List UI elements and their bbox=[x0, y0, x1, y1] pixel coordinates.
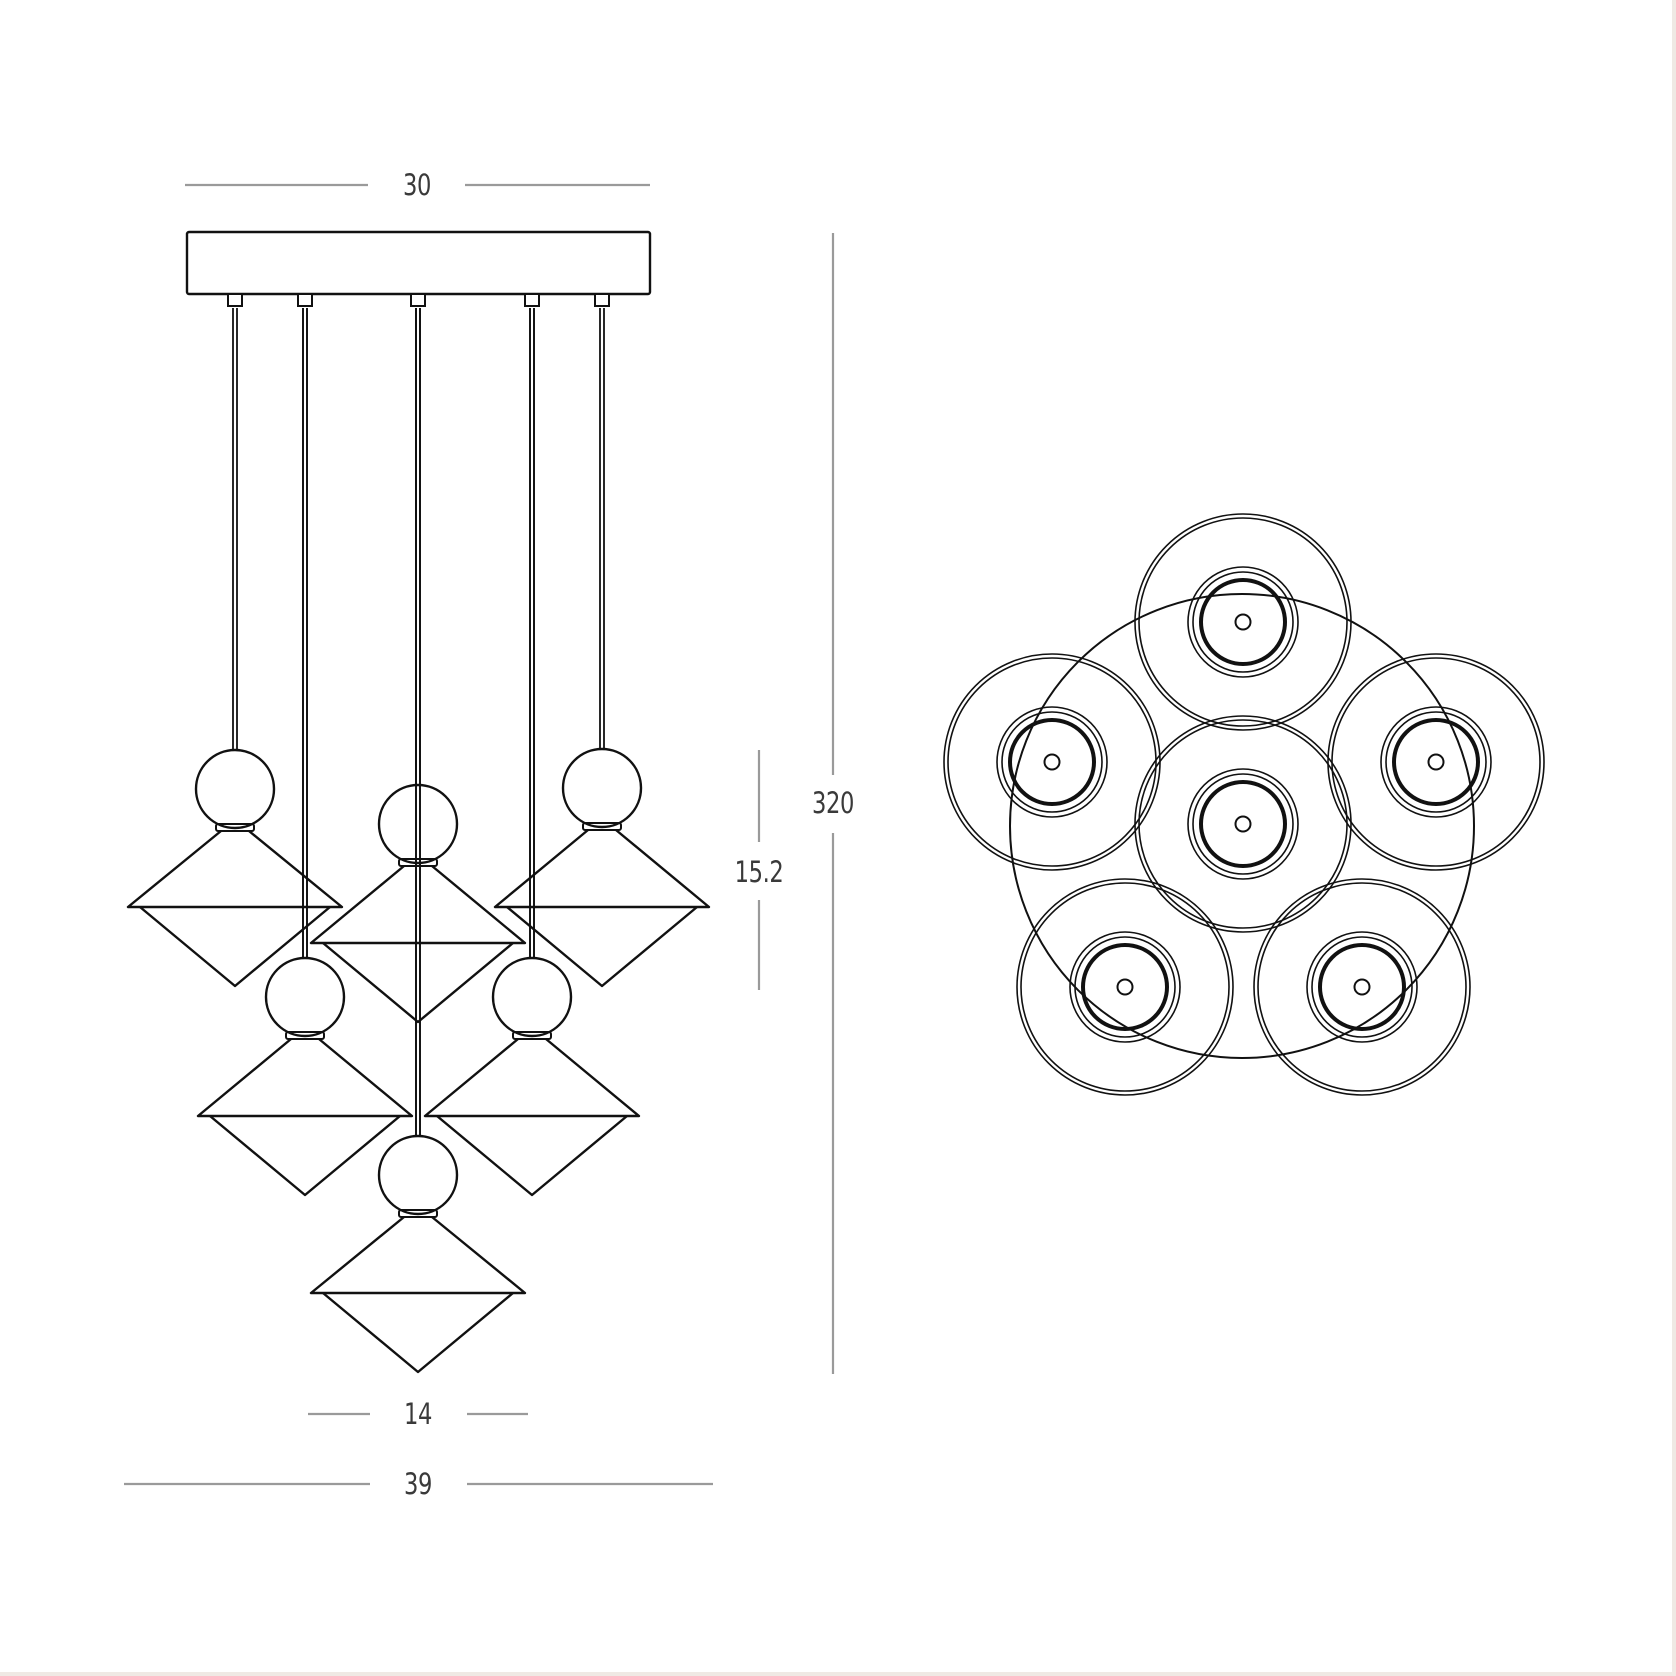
side-elevation-view bbox=[126, 230, 711, 1374]
dimension-lines bbox=[124, 183, 835, 1486]
lamp-plan-bottom-right bbox=[1253, 878, 1471, 1096]
shade-upper-cone bbox=[309, 865, 527, 945]
sphere-ring bbox=[996, 706, 1108, 818]
canopy-outline bbox=[1009, 593, 1475, 1059]
collar bbox=[285, 1031, 325, 1040]
cable-point bbox=[1043, 753, 1061, 771]
cable-point bbox=[1116, 978, 1134, 996]
collar bbox=[398, 858, 438, 867]
sphere-ring bbox=[1311, 936, 1413, 1038]
cable-point bbox=[1427, 753, 1445, 771]
pendant-bottom bbox=[309, 293, 527, 1374]
lamp-plan-bottom-left bbox=[1016, 878, 1234, 1096]
pendant-mid-right bbox=[423, 293, 641, 1197]
dimension-overall-width-label: 39 bbox=[403, 1467, 433, 1501]
shade-outer-ring bbox=[1327, 653, 1545, 871]
dimension-shade-width-label: 14 bbox=[403, 1397, 433, 1431]
shade-upper-cone bbox=[196, 1038, 414, 1118]
shade-outer-ring bbox=[1134, 513, 1352, 731]
cable-gripper bbox=[594, 293, 610, 307]
sphere-ring bbox=[1001, 711, 1103, 813]
shade-outer-ring bbox=[1138, 719, 1348, 929]
collar bbox=[512, 1031, 552, 1040]
lamp-plan-center bbox=[1134, 715, 1352, 933]
cable-point bbox=[1234, 815, 1252, 833]
collar-ring bbox=[1008, 718, 1096, 806]
collar bbox=[582, 822, 622, 831]
frame-edge-bottom bbox=[0, 1672, 1676, 1676]
cable-gripper bbox=[524, 293, 540, 307]
canopy-plate bbox=[185, 230, 652, 296]
shade-lower-cone bbox=[436, 1115, 628, 1197]
shade-outer-ring bbox=[1138, 517, 1348, 727]
glass-sphere bbox=[377, 783, 459, 865]
sphere-ring bbox=[1069, 931, 1181, 1043]
dimension-canopy-width-label: 30 bbox=[402, 168, 432, 202]
cable-gripper bbox=[410, 293, 426, 307]
sphere-ring bbox=[1306, 931, 1418, 1043]
pendant-center bbox=[309, 293, 527, 1024]
shade-outer-ring bbox=[943, 653, 1161, 871]
shade-outer-ring bbox=[1016, 878, 1234, 1096]
shade-outer-ring bbox=[1257, 882, 1467, 1092]
sphere-ring bbox=[1192, 773, 1294, 875]
lamp-plan-left bbox=[943, 653, 1161, 871]
shade-lower-cone bbox=[322, 1292, 514, 1374]
collar-ring bbox=[1199, 578, 1287, 666]
cable-gripper bbox=[297, 293, 313, 307]
cable-point bbox=[1353, 978, 1371, 996]
shade-lower-cone bbox=[139, 906, 331, 988]
shade-outer-ring bbox=[1331, 657, 1541, 867]
glass-sphere bbox=[561, 747, 643, 829]
lamp-plan-top bbox=[1134, 513, 1352, 731]
pendant-left-top bbox=[126, 293, 344, 988]
collar bbox=[398, 1209, 438, 1218]
collar bbox=[215, 823, 255, 832]
shade-outer-ring bbox=[1020, 882, 1230, 1092]
shade-outer-ring bbox=[1253, 878, 1471, 1096]
sphere-ring bbox=[1074, 936, 1176, 1038]
cable-point bbox=[1234, 613, 1252, 631]
frame-edge-right bbox=[1672, 0, 1676, 1676]
collar-ring bbox=[1318, 943, 1406, 1031]
sphere-ring bbox=[1187, 768, 1299, 880]
lamp-plan-right bbox=[1327, 653, 1545, 871]
shade-outer-ring bbox=[947, 657, 1157, 867]
glass-sphere bbox=[377, 1134, 459, 1216]
shade-upper-cone bbox=[423, 1038, 641, 1118]
collar-ring bbox=[1392, 718, 1480, 806]
shade-upper-cone bbox=[493, 829, 711, 909]
sphere-ring bbox=[1187, 566, 1299, 678]
shade-outer-ring bbox=[1134, 715, 1352, 933]
shade-upper-cone bbox=[126, 830, 344, 909]
pendant-right-top bbox=[493, 293, 711, 988]
sphere-ring bbox=[1385, 711, 1487, 813]
shade-lower-cone bbox=[506, 906, 698, 988]
collar-ring bbox=[1199, 780, 1287, 868]
plan-view bbox=[943, 513, 1545, 1096]
sphere-ring bbox=[1380, 706, 1492, 818]
shade-lower-cone bbox=[209, 1115, 401, 1197]
dimension-shade-height-label: 15.2 bbox=[734, 855, 784, 889]
glass-sphere bbox=[491, 956, 573, 1038]
pendant-mid-left bbox=[196, 293, 414, 1197]
glass-sphere bbox=[194, 748, 276, 830]
shade-lower-cone bbox=[322, 942, 514, 1024]
cable-gripper bbox=[227, 293, 243, 307]
collar-ring bbox=[1081, 943, 1169, 1031]
shade-upper-cone bbox=[309, 1216, 527, 1295]
sphere-ring bbox=[1192, 571, 1294, 673]
glass-sphere bbox=[264, 956, 346, 1038]
dimension-overall-height-label: 320 bbox=[811, 786, 855, 820]
